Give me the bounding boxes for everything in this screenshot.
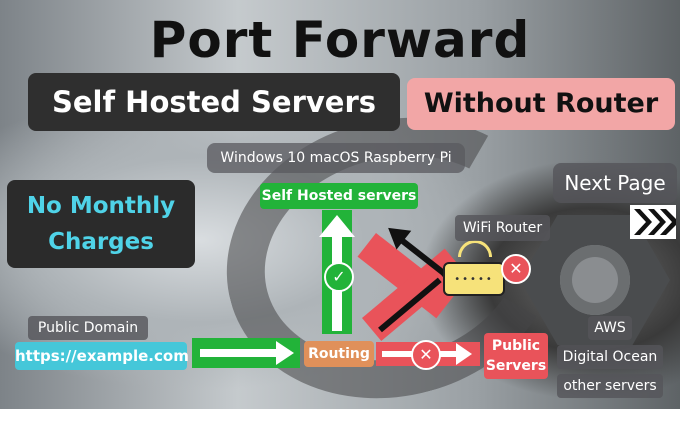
next-page-button[interactable]: Next Page bbox=[553, 163, 677, 203]
domain-url: https://example.com bbox=[15, 342, 189, 370]
public-servers-label: Public Servers bbox=[484, 333, 548, 379]
page-title: Port Forward bbox=[149, 11, 531, 69]
double-chevron-icon[interactable] bbox=[630, 205, 676, 239]
arrow-domain-to-routing bbox=[192, 338, 300, 368]
public-servers-line1: Public bbox=[491, 338, 541, 354]
x-icon-router: ✕ bbox=[501, 254, 531, 284]
public-servers-line2: Servers bbox=[485, 358, 547, 374]
routing-label: Routing bbox=[304, 341, 374, 367]
self-hosted-servers-label: Self Hosted servers bbox=[260, 183, 418, 209]
without-router-banner: Without Router bbox=[407, 78, 675, 130]
arrow-up-head bbox=[319, 215, 355, 237]
no-monthly-line2: Charges bbox=[48, 229, 154, 255]
wifi-router-label: WiFi Router bbox=[455, 215, 550, 241]
router-icon: ••••• bbox=[443, 262, 505, 296]
nut-hole bbox=[560, 245, 630, 315]
self-hosted-servers-banner: Self Hosted Servers bbox=[28, 73, 400, 131]
os-list: Windows 10 macOS Raspberry Pi bbox=[207, 143, 465, 173]
cloud-providers-list: AWS Digital Ocean other servers bbox=[555, 316, 665, 403]
cloud-item: Digital Ocean bbox=[556, 345, 664, 369]
x-icon-public: ✕ bbox=[411, 340, 441, 370]
check-icon: ✓ bbox=[324, 262, 354, 292]
no-monthly-charges-badge: No Monthly Charges bbox=[7, 180, 195, 268]
no-monthly-line1: No Monthly bbox=[26, 193, 176, 219]
cloud-item: AWS bbox=[588, 316, 632, 340]
cloud-item: other servers bbox=[557, 374, 663, 398]
public-domain-label: Public Domain bbox=[28, 316, 148, 340]
